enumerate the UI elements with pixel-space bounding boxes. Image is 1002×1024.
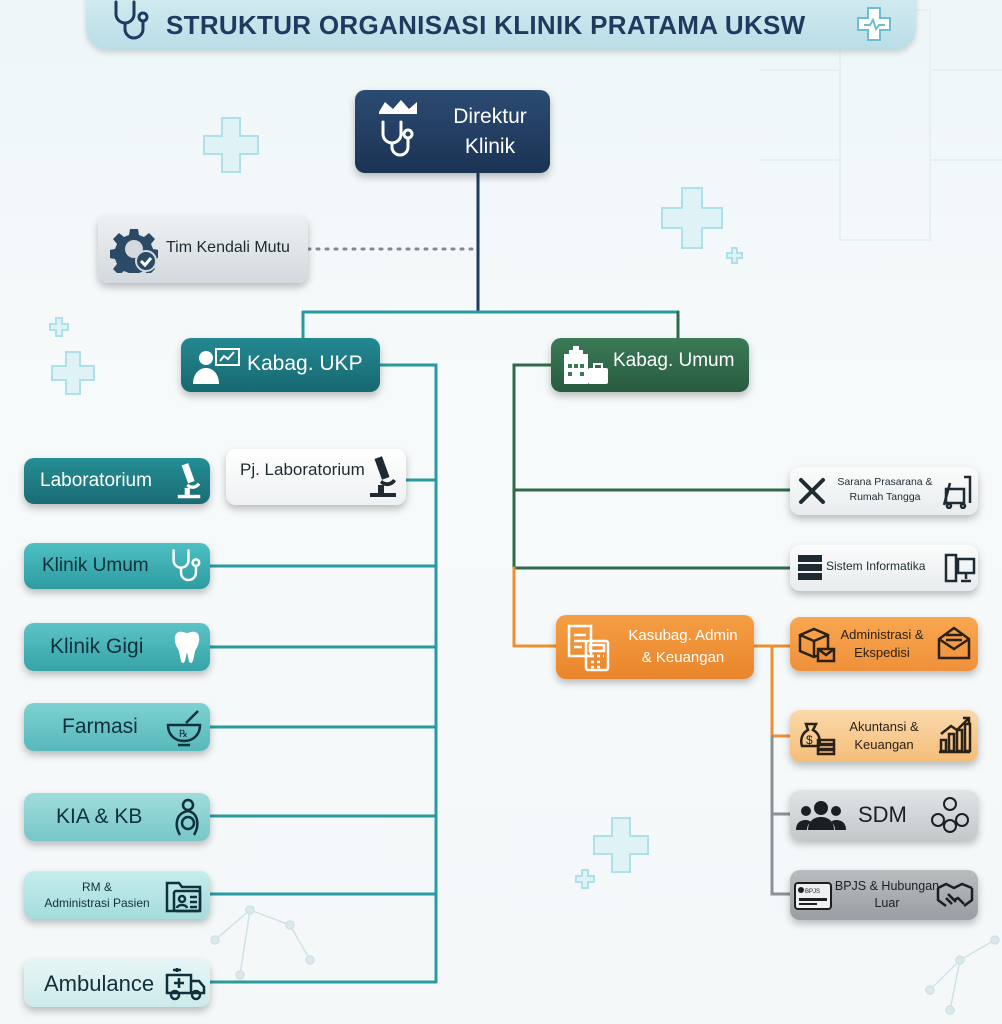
unit-klinik-gigi[interactable]: Klinik Gigi (24, 623, 210, 671)
unit-rm-administrasi-pasien[interactable]: RM & Administrasi Pasien (24, 871, 210, 919)
mortar-pestle-icon: ℞ (166, 710, 202, 747)
medical-cross-icon (857, 7, 891, 41)
unit-klinik-gigi-label: Klinik Gigi (50, 635, 144, 658)
bpjs-label-line1: BPJS & Hubungan (834, 879, 940, 893)
envelope-icon (937, 626, 971, 660)
unit-sistem-informatika[interactable]: Sistem Informatika (790, 545, 978, 591)
page-title: STRUKTUR ORGANISASI KLINIK PRATAMA UKSW (166, 10, 806, 40)
unit-kia-kb[interactable]: KIA & KB (24, 793, 210, 841)
bpjs-label-line2: Luar (874, 896, 900, 910)
kabag-ukp-box[interactable]: Kabag. UKP (181, 338, 380, 392)
package-mail-icon (798, 627, 836, 663)
kasubag-label-line1: Kasubag. Admin (628, 627, 738, 644)
kabag-umum-label: Kabag. Umum (613, 350, 735, 371)
title-banner: STRUKTUR ORGANISASI KLINIK PRATAMA UKSW (86, 0, 916, 50)
stethoscope-icon (114, 0, 149, 40)
stethoscope-icon (172, 549, 201, 582)
unit-laboratorium-label: Laboratorium (40, 470, 152, 491)
bpjs-card-icon: BPJS (794, 882, 832, 910)
director-title-line2: Klinik (464, 135, 516, 158)
team-people-icon (796, 801, 846, 830)
unit-klinik-umum-label: Klinik Umum (42, 555, 149, 576)
kasubag-label-line2: & Keuangan (641, 649, 725, 666)
gear-check-icon (110, 229, 158, 273)
akuntansi-label-line1: Akuntansi & (849, 719, 919, 734)
unit-ambulance-label: Ambulance (44, 971, 155, 996)
pj-laboratorium-label: Pj. Laboratorium (240, 460, 365, 479)
pj-laboratorium-box[interactable]: Pj. Laboratorium (226, 449, 406, 505)
svg-text:$: $ (806, 733, 813, 747)
people-network-icon (931, 797, 969, 833)
tooth-icon (174, 631, 200, 663)
unit-farmasi-label: Farmasi (62, 715, 138, 738)
unit-farmasi[interactable]: Farmasi ℞ (24, 703, 210, 751)
unit-ambulance[interactable]: Ambulance (24, 959, 210, 1007)
kasubag-admin-keuangan-box[interactable]: Kasubag. Admin & Keuangan (556, 615, 754, 679)
wrench-tools-icon (799, 478, 825, 504)
quality-team-box[interactable]: Tim Kendali Mutu (98, 215, 308, 283)
microscope-icon (177, 463, 201, 499)
microscope-icon (370, 456, 396, 497)
unit-kia-kb-label: KIA & KB (56, 805, 143, 828)
computer-icon (944, 553, 976, 583)
mother-baby-icon (175, 798, 199, 836)
unit-administrasi-ekspedisi[interactable]: Administrasi & Ekspedisi (790, 617, 978, 671)
growth-chart-icon (939, 716, 972, 754)
sarana-label-line1: Sarana Prasarana & (837, 476, 933, 488)
hospital-building-icon (564, 346, 608, 384)
sdm-label: SDM (858, 802, 907, 827)
kabag-ukp-label: Kabag. UKP (247, 352, 363, 375)
money-bag-icon: $ (800, 722, 836, 756)
quality-team-label: Tim Kendali Mutu (166, 239, 290, 256)
kabag-umum-box[interactable]: Kabag. Umum (551, 338, 749, 392)
ambulance-icon (165, 968, 206, 1001)
akuntansi-label-line2: Keuangan (854, 737, 914, 752)
svg-text:℞: ℞ (179, 729, 188, 740)
unit-bpjs-hubungan-luar[interactable]: BPJS BPJS & Hubungan Luar (790, 870, 978, 920)
unit-klinik-umum[interactable]: Klinik Umum (24, 543, 210, 589)
bpjs-badge-text: BPJS (805, 889, 820, 895)
crown-stethoscope-icon (379, 100, 417, 157)
admin-label-line2: Ekspedisi (854, 645, 910, 660)
patient-folder-icon (165, 881, 202, 913)
document-calculator-icon (567, 624, 610, 672)
director-title-line1: Direktur (453, 105, 527, 128)
sarana-label-line2: Rumah Tangga (849, 491, 921, 503)
presenter-chart-icon (193, 348, 240, 384)
server-icon (798, 555, 822, 580)
unit-sarana-prasarana[interactable]: Sarana Prasarana & Rumah Tangga (790, 467, 978, 515)
sistem-informatika-label: Sistem Informatika (826, 559, 926, 573)
unit-rm-label-line2: Administrasi Pasien (44, 896, 150, 910)
cleaning-cart-icon (942, 475, 972, 509)
director-box[interactable]: Direktur Klinik (355, 90, 550, 173)
admin-label-line1: Administrasi & (840, 627, 924, 642)
unit-sdm[interactable]: SDM (790, 790, 978, 840)
handshake-icon (936, 882, 974, 907)
unit-akuntansi-keuangan[interactable]: $ Akuntansi & Keuangan (790, 710, 978, 762)
unit-laboratorium[interactable]: Laboratorium (24, 458, 210, 504)
unit-rm-label-line1: RM & (82, 880, 112, 894)
